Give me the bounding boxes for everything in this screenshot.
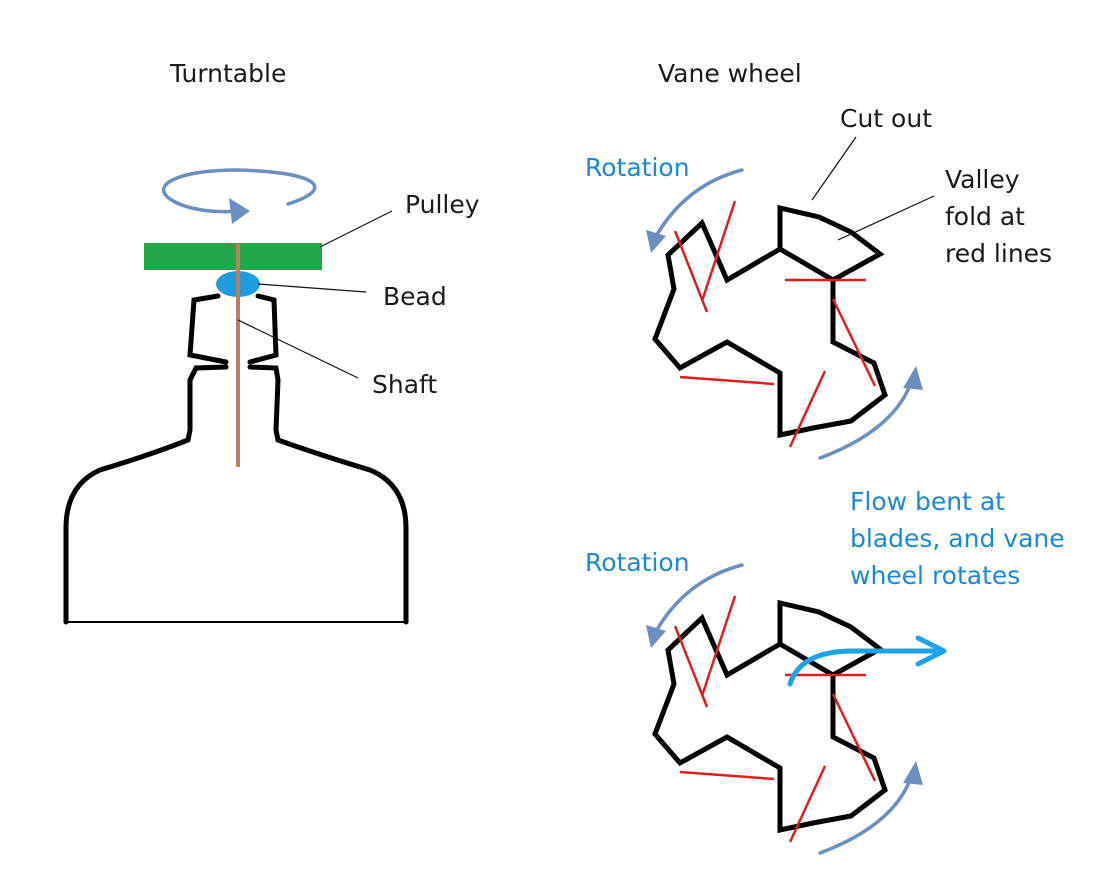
turntable-rotation-arrow: [162, 168, 317, 224]
pulley-label: Pulley: [405, 190, 480, 219]
vane-wheel-figure: Vane wheel Cut out Valley fold at red li…: [585, 59, 1052, 460]
cut-out-label: Cut out: [840, 104, 932, 133]
shaft-label: Shaft: [372, 370, 437, 399]
valley-fold-label-line-1: Valley: [945, 165, 1020, 194]
bead-leader-line: [257, 283, 367, 293]
shaft-leader-line: [237, 319, 359, 379]
flow-caption-line-2: blades, and vane: [850, 524, 1065, 553]
rotation-label-bottom: Rotation: [585, 548, 690, 577]
flow-figure: Rotation Flow bent at blades, and vane w…: [585, 487, 1065, 855]
vane-wheel-top: [655, 201, 885, 447]
rotation-arrow-bottom-right: [818, 761, 923, 855]
rotation-arrow-bottom-left: [646, 563, 744, 648]
flow-caption-line-3: wheel rotates: [850, 561, 1020, 590]
rotation-arrow-top-right: [818, 366, 923, 460]
cut-out-leader-line: [811, 136, 857, 201]
flow-arrow: [787, 635, 947, 687]
pulley: [144, 243, 322, 270]
flow-caption-line-1: Flow bent at: [850, 487, 1005, 516]
vane-wheel-bottom: [655, 596, 885, 842]
turntable-title: Turntable: [169, 59, 286, 88]
pulley-leader-line: [319, 210, 393, 248]
vane-wheel-title: Vane wheel: [658, 59, 802, 88]
bottle-outline: [63, 293, 409, 625]
turntable-figure: Turntable Pulley Bead Shaft: [63, 59, 480, 625]
rotation-arrow-top-left: [646, 168, 744, 253]
valley-fold-label-line-3: red lines: [945, 239, 1052, 268]
bead-label: Bead: [383, 282, 447, 311]
rotation-label-top: Rotation: [585, 153, 690, 182]
valley-fold-label-line-2: fold at: [945, 202, 1025, 231]
